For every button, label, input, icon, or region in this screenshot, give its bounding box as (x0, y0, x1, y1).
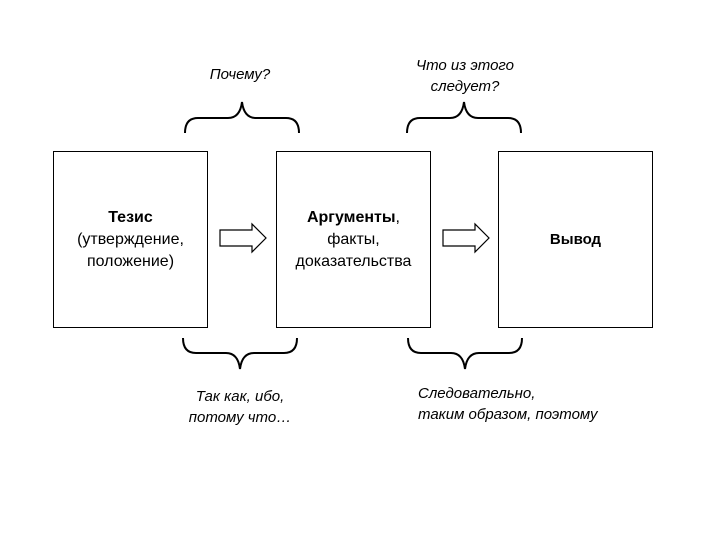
caption-because-line1: Так как, ибо, (195, 388, 285, 405)
thesis-line3: положение) (86, 252, 175, 270)
thesis-line2: (утверждение, (77, 230, 184, 248)
brace-because-icon (182, 337, 298, 370)
arguments-box: Аргументы, факты, доказательства (276, 151, 431, 328)
conclusion-title: Вывод (549, 230, 602, 248)
arrow-arguments-to-conclusion-icon (442, 222, 490, 254)
caption-because: Так как, ибо, потому что… (160, 386, 320, 428)
thesis-box: Тезис (утверждение, положение) (53, 151, 208, 328)
arguments-title-suffix: , (395, 208, 400, 226)
caption-follows-line1: Что из этого (415, 57, 515, 74)
arguments-title: Аргументы (306, 208, 396, 226)
caption-why-text: Почему? (209, 66, 271, 83)
arrow-thesis-to-arguments-icon (219, 222, 267, 254)
brace-why-icon (184, 101, 300, 134)
brace-follows-icon (406, 101, 522, 134)
thesis-title: Тезис (108, 208, 153, 226)
arguments-line3: доказательства (295, 252, 412, 270)
arguments-title-line: Аргументы, (307, 207, 400, 229)
arguments-line2: факты, (327, 230, 380, 248)
caption-why: Почему? (170, 64, 310, 85)
caption-therefore-line2: таким образом, поэтому (418, 406, 598, 423)
caption-follows: Что из этого следует? (390, 55, 540, 97)
brace-therefore-icon (407, 337, 523, 370)
conclusion-box: Вывод (498, 151, 653, 328)
caption-because-line2: потому что… (188, 409, 292, 426)
caption-follows-line2: следует? (430, 78, 500, 95)
caption-therefore-line1: Следовательно, (418, 385, 536, 402)
caption-therefore: Следовательно, таким образом, поэтому (418, 383, 598, 425)
